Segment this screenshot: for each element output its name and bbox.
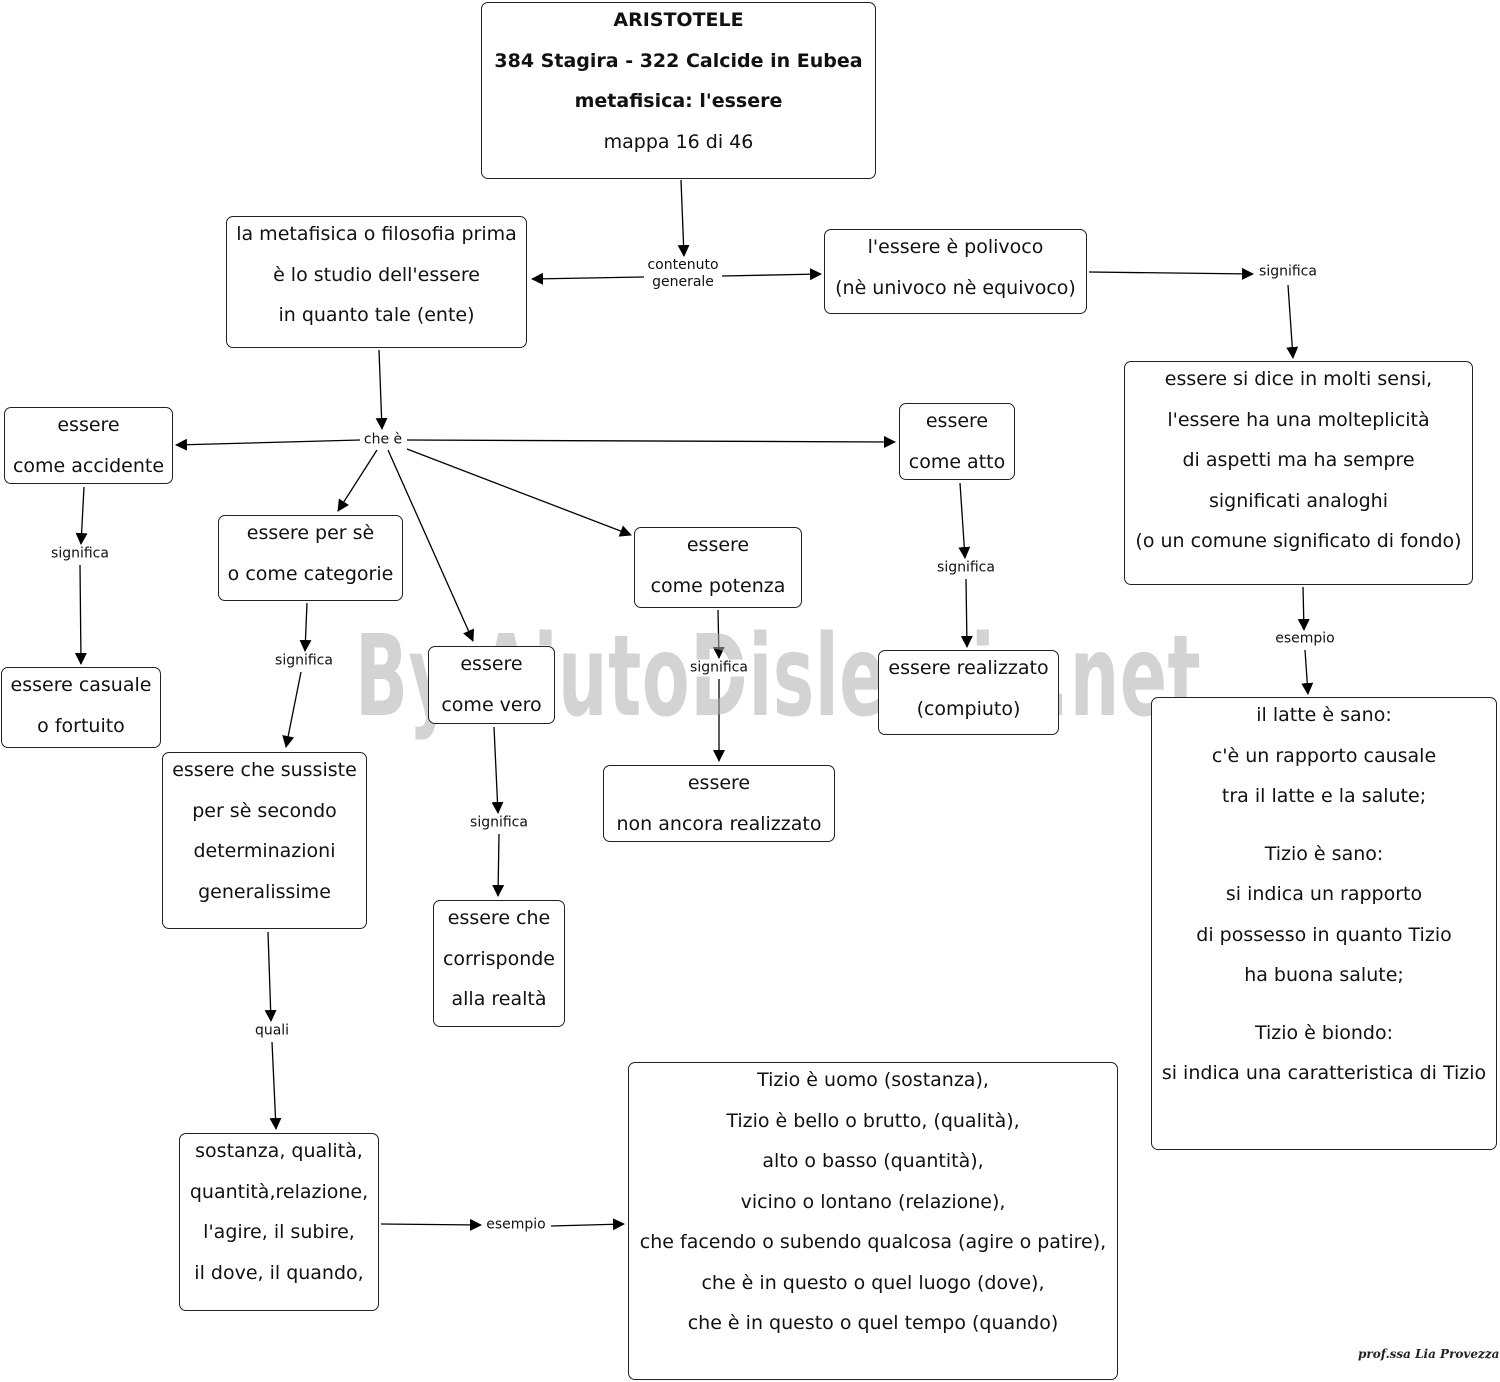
node-line: che facendo o subendo qualcosa (agire o … bbox=[639, 1231, 1107, 1253]
node-metafisica: la metafisica o filosofia prima è lo stud… bbox=[226, 216, 527, 348]
node-line: vicino o lontano (relazione), bbox=[740, 1190, 1006, 1213]
node-line: non ancora realizzato bbox=[616, 812, 822, 835]
node-non-realizzato: essere non ancora realizzato bbox=[603, 765, 835, 842]
node-vero: essere come vero bbox=[428, 646, 555, 724]
node-line: ha buona salute; bbox=[1244, 964, 1404, 986]
node-line: essere bbox=[925, 410, 989, 432]
node-realta: essere che corrisponde alla realtà bbox=[433, 900, 565, 1027]
node-line: ARISTOTELE bbox=[613, 9, 744, 31]
node-realizzato: essere realizzato (compiuto) bbox=[878, 650, 1059, 735]
node-line: tra il latte e la salute; bbox=[1221, 785, 1427, 807]
node-line: 384 Stagira - 322 Calcide in Eubea bbox=[494, 49, 863, 72]
label-significa-potenza: significa bbox=[687, 659, 751, 677]
label-esempio-categorie: esempio bbox=[483, 1216, 549, 1234]
node-esempi-categorie: Tizio è uomo (sostanza), Tizio è bello o … bbox=[628, 1062, 1118, 1380]
node-molti-sensi: essere si dice in molti sensi, l'essere h… bbox=[1124, 361, 1473, 585]
node-line: in quanto tale (ente) bbox=[278, 304, 475, 326]
node-line: il latte è sano: bbox=[1256, 704, 1392, 726]
node-line: (compiuto) bbox=[916, 697, 1021, 720]
node-latte: il latte è sano: c'è un rapporto causale t… bbox=[1151, 697, 1497, 1150]
node-line: o come categorie bbox=[227, 562, 394, 585]
node-line: corrisponde bbox=[442, 947, 555, 970]
label-significa-atto: significa bbox=[934, 559, 998, 577]
node-line: come accidente bbox=[12, 454, 165, 477]
node-sussiste: essere che sussiste per sè secondo determi… bbox=[162, 752, 367, 929]
node-line: metafisica: l'essere bbox=[574, 90, 783, 112]
node-line: Tizio è sano: bbox=[1264, 842, 1384, 865]
node-line: Tizio è bello o brutto, (qualità), bbox=[726, 1109, 1020, 1132]
node-line: la metafisica o filosofia prima bbox=[236, 223, 517, 245]
node-line: si indica una caratteristica di Tizio bbox=[1161, 1062, 1487, 1084]
node-line: o fortuito bbox=[37, 714, 125, 737]
node-line: (nè univoco nè equivoco) bbox=[835, 276, 1076, 299]
label-esempio-molti-sensi: esempio bbox=[1272, 630, 1338, 648]
node-line: alla realtà bbox=[451, 988, 547, 1010]
node-potenza: essere come potenza bbox=[634, 527, 802, 608]
node-line: che è in questo o quel luogo (dove), bbox=[701, 1271, 1045, 1294]
node-line: generalissime bbox=[198, 880, 331, 903]
node-line: significati analoghi bbox=[1209, 489, 1388, 512]
label-significa-per-se: significa bbox=[272, 652, 336, 670]
label-che-e: che è bbox=[360, 431, 406, 449]
label-quali: quali bbox=[251, 1022, 293, 1040]
node-line: di possesso in quanto Tizio bbox=[1196, 923, 1452, 946]
node-line: essere che bbox=[447, 907, 551, 929]
node-atto: essere come atto bbox=[899, 403, 1015, 480]
node-line: di aspetti ma ha sempre bbox=[1182, 449, 1415, 471]
node-line: essere bbox=[460, 653, 523, 675]
node-line: è lo studio dell'essere bbox=[273, 263, 480, 286]
node-line: si indica un rapporto bbox=[1225, 883, 1423, 905]
node-line: Tizio è uomo (sostanza), bbox=[757, 1069, 989, 1091]
node-polivoco: l'essere è polivoco (nè univoco nè equivo… bbox=[824, 229, 1087, 314]
node-line: essere bbox=[686, 534, 750, 556]
label-significa-vero: significa bbox=[467, 814, 531, 832]
node-line: essere realizzato bbox=[888, 657, 1049, 679]
node-line: che è in questo o quel tempo (quando) bbox=[687, 1312, 1059, 1334]
node-line: c'è un rapporto causale bbox=[1211, 744, 1437, 767]
node-line: determinazioni bbox=[193, 840, 336, 862]
node-line: quantità,relazione, bbox=[189, 1180, 369, 1203]
node-title: ARISTOTELE 384 Stagira - 322 Calcide in E… bbox=[481, 2, 876, 179]
node-line: come potenza bbox=[650, 574, 786, 597]
node-line: sostanza, qualità, bbox=[195, 1140, 363, 1162]
label-significa-polivoco: significa bbox=[1256, 263, 1320, 281]
node-per-se: essere per sè o come categorie bbox=[218, 515, 403, 601]
label-contenuto-generale: contenuto generale bbox=[644, 257, 722, 291]
node-line: il dove, il quando, bbox=[194, 1261, 364, 1284]
node-line: essere per sè bbox=[246, 522, 375, 544]
node-line: come atto bbox=[908, 450, 1006, 473]
node-line: essere si dice in molti sensi, bbox=[1164, 368, 1433, 390]
node-line: essere bbox=[687, 772, 751, 794]
node-categorie: sostanza, qualità, quantità,relazione, l'a… bbox=[179, 1133, 379, 1311]
node-line: essere che sussiste bbox=[172, 759, 357, 781]
node-line: (o un comune significato di fondo) bbox=[1135, 530, 1462, 552]
node-line: essere casuale bbox=[10, 674, 152, 696]
label-significa-accidente: significa bbox=[48, 545, 112, 563]
node-line: Tizio è biondo: bbox=[1254, 1021, 1394, 1044]
signature: prof.ssa Lia Provezza bbox=[1358, 1347, 1500, 1361]
node-line: mappa 16 di 46 bbox=[603, 130, 754, 153]
node-line: come vero bbox=[441, 693, 542, 716]
node-line: l'agire, il subire, bbox=[203, 1221, 355, 1243]
node-line: per sè secondo bbox=[192, 799, 337, 822]
node-line: alto o basso (quantità), bbox=[762, 1150, 984, 1172]
node-line: l'essere ha una molteplicità bbox=[1167, 408, 1430, 431]
node-casuale: essere casuale o fortuito bbox=[1, 667, 161, 748]
node-line: l'essere è polivoco bbox=[867, 236, 1044, 258]
node-accidente: essere come accidente bbox=[4, 407, 173, 484]
node-line: essere bbox=[57, 414, 120, 436]
